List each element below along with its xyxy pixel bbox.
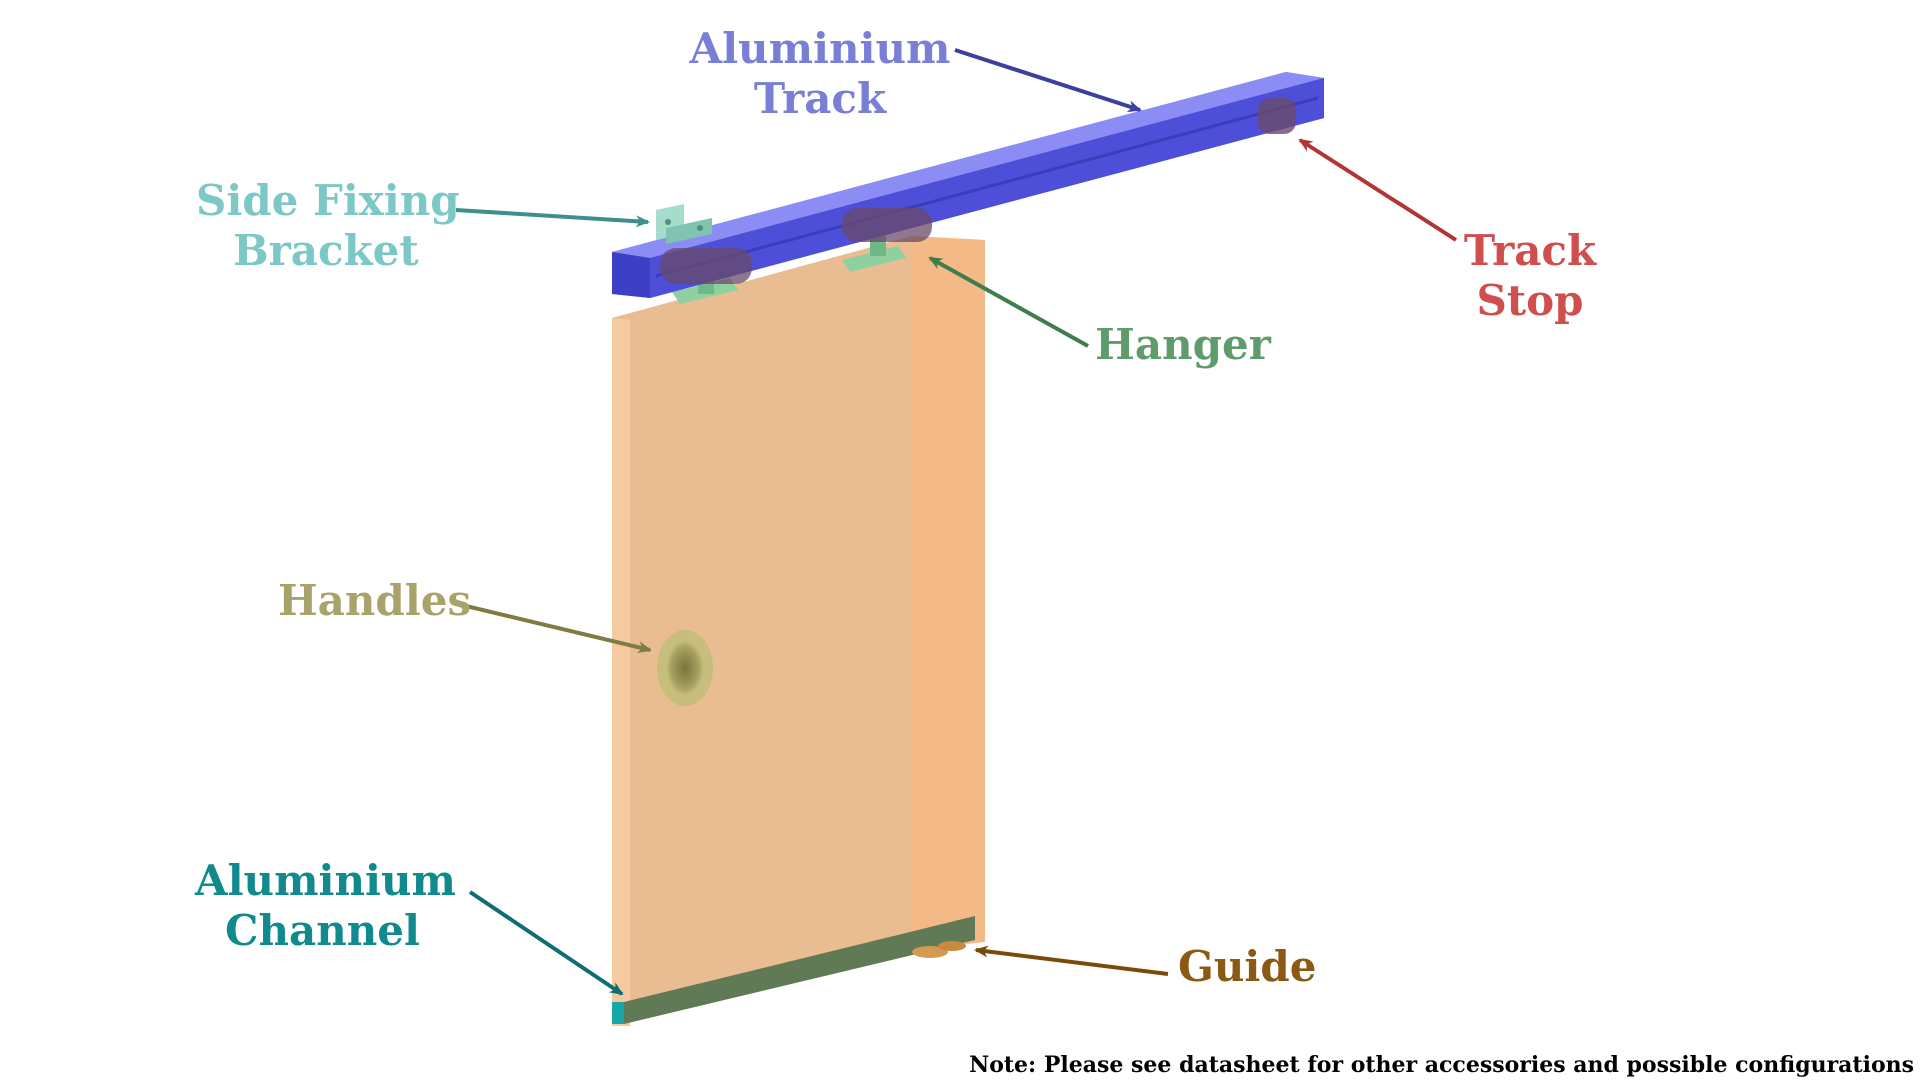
label-aluminium-track: Aluminium Track [685, 24, 955, 125]
label-aluminium-channel-line2: Channel [225, 906, 420, 956]
arrow-side-fixing-bracket [455, 208, 650, 228]
label-track-stop: Track Stop [1455, 226, 1605, 327]
label-aluminium-track-line2: Track [753, 74, 887, 124]
handle [657, 630, 713, 706]
label-handles: Handles [278, 576, 472, 626]
door-face [612, 236, 912, 1026]
label-track-stop-line2: Stop [1476, 276, 1584, 326]
label-track-stop-line1: Track [1463, 226, 1597, 275]
arrow-guide [974, 945, 1169, 976]
label-guide-line1: Guide [1178, 942, 1317, 991]
label-aluminium-channel: Aluminium Channel [195, 856, 456, 957]
arrow-track-stop [1298, 138, 1458, 242]
aluminium-track [612, 72, 1324, 298]
side-fixing-bracket [656, 204, 712, 244]
floor-guide [912, 941, 966, 958]
arrow-handles [465, 604, 652, 654]
door [612, 236, 985, 1026]
label-side-fixing-bracket-line2: Bracket [233, 226, 419, 276]
label-handles-line1: Handles [278, 576, 472, 625]
door-front-edge [612, 318, 630, 1026]
aluminium-channel [612, 916, 975, 1024]
arrow-hanger [928, 256, 1089, 348]
label-aluminium-channel-line1: Aluminium [195, 856, 456, 905]
label-hanger: Hanger [1088, 320, 1278, 370]
arrow-aluminium-channel [468, 890, 624, 996]
label-aluminium-track-line1: Aluminium [689, 24, 951, 73]
door-side-edge [912, 236, 985, 950]
label-guide: Guide [1178, 942, 1317, 992]
label-side-fixing-bracket-line1: Side Fixing [196, 176, 460, 225]
datasheet-note: Note: Please see datasheet for other acc… [969, 1052, 1914, 1078]
label-side-fixing-bracket: Side Fixing Bracket [196, 176, 460, 277]
label-hanger-line1: Hanger [1095, 320, 1271, 369]
arrow-aluminium-track [954, 48, 1142, 113]
